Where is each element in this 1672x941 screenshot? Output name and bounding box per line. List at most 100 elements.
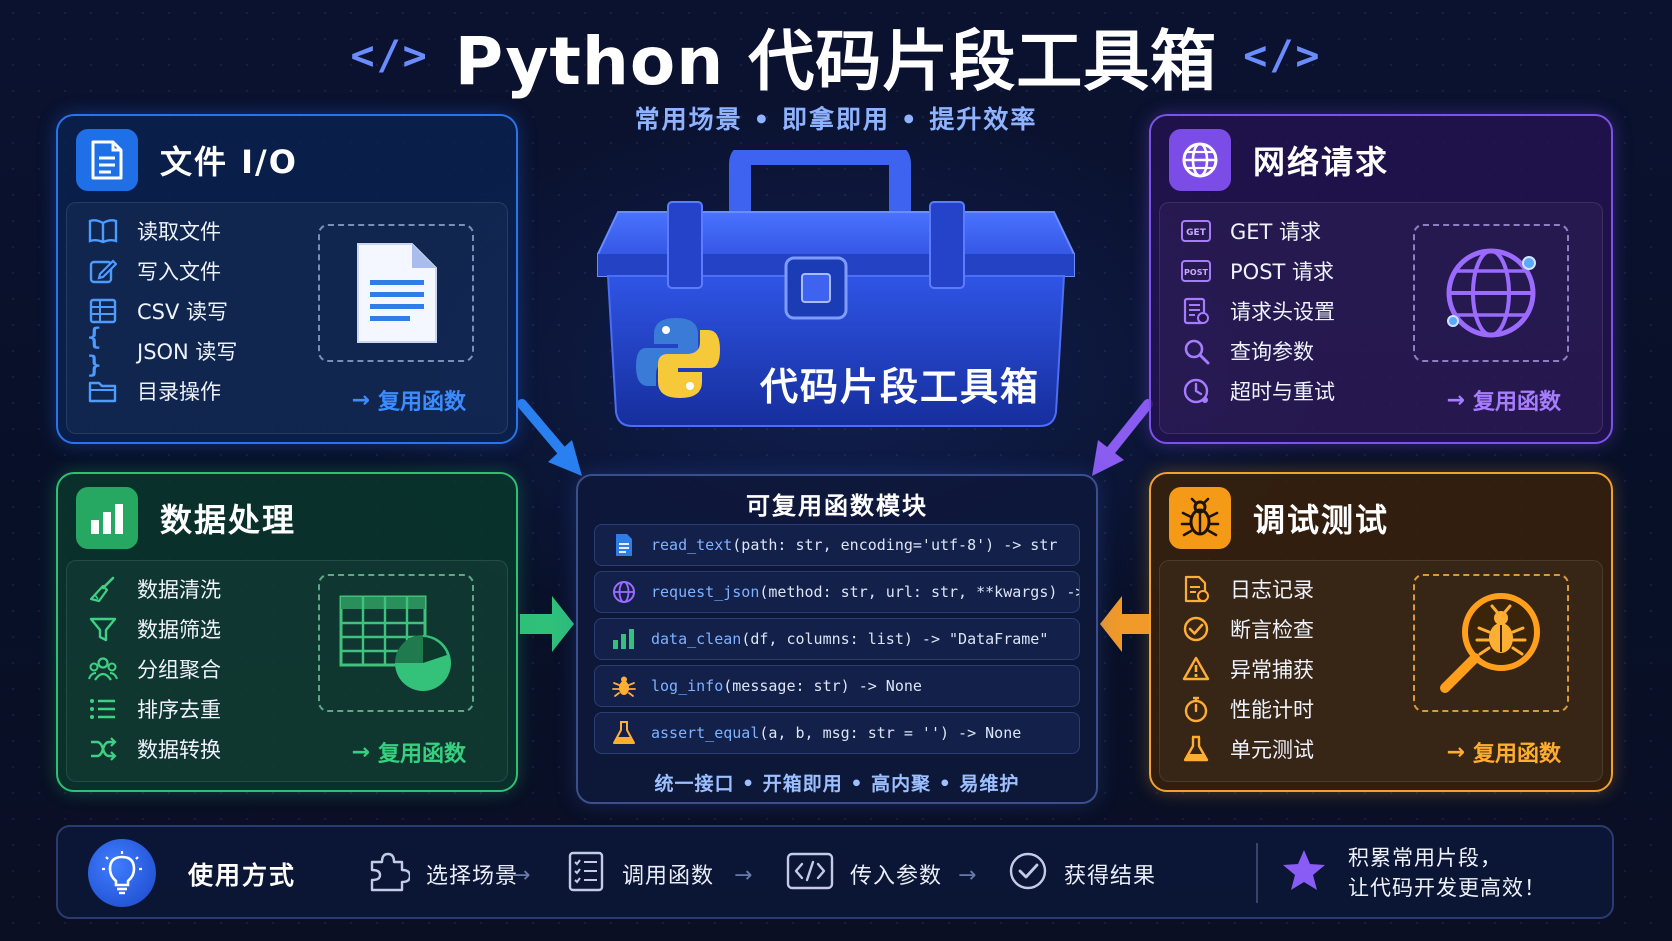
folder-icon [87, 375, 119, 407]
get-badge: GET [1186, 228, 1207, 238]
file-io-list: 读取文件 写入文件 CSV 读写 { } JSON 读写 目录操作 [87, 211, 237, 411]
panel-network-title: 网络请求 [1253, 143, 1390, 181]
list-item-transform[interactable]: 数据转换 [87, 729, 221, 769]
table-icon [87, 295, 119, 327]
panel-file-io-title: 文件 I/O [160, 143, 298, 181]
list-item-label: 目录操作 [137, 380, 221, 404]
list-item-write-file[interactable]: 写入文件 [87, 251, 237, 291]
step-call-function: 调用函数 [566, 849, 714, 899]
function-signature: (df, columns: list) -> "DataFrame" [741, 630, 1049, 648]
header: </> Python 代码片段工具箱 </> [0, 14, 1672, 100]
list-item-assert[interactable]: 断言检查 [1180, 609, 1314, 649]
file-reuse-link[interactable]: → 复用函数 [352, 384, 466, 416]
data-reuse-link[interactable]: → 复用函数 [352, 736, 466, 768]
debug-list: 日志记录 断言检查 异常捕获 性能计时 单元测试 [1180, 569, 1314, 769]
list-item-label: GET 请求 [1230, 220, 1322, 244]
list-item-clean[interactable]: 数据清洗 [87, 569, 221, 609]
puzzle-icon [368, 850, 412, 898]
list-icon [87, 693, 119, 725]
slogan-line-1: 积累常用片段， [1348, 846, 1502, 870]
document-icon [76, 129, 138, 191]
reuse-label: 复用函数 [1472, 390, 1561, 415]
list-item-sort[interactable]: 排序去重 [87, 689, 221, 729]
list-item-directory[interactable]: 目录操作 [87, 371, 237, 411]
network-reuse-link[interactable]: → 复用函数 [1447, 384, 1561, 416]
list-item-post[interactable]: POST POST 请求 [1180, 251, 1335, 291]
list-item-headers[interactable]: 请求头设置 [1180, 291, 1335, 331]
list-item-exception[interactable]: 异常捕获 [1180, 649, 1314, 689]
panel-debug-test: 调试测试 日志记录 断言检查 异常捕获 性能计时 [1149, 472, 1613, 792]
post-icon: POST [1180, 255, 1212, 287]
list-item-filter[interactable]: 数据筛选 [87, 609, 221, 649]
panel-network-header: 网络请求 [1169, 128, 1389, 192]
group-icon [87, 653, 119, 685]
list-item-json[interactable]: { } JSON 读写 [87, 323, 237, 379]
function-name: request_json [651, 583, 760, 601]
step-label: 传入参数 [850, 864, 943, 889]
list-item-label: POST 请求 [1230, 260, 1335, 284]
data-list: 数据清洗 数据筛选 分组聚合 排序去重 数据转换 [87, 569, 221, 769]
panel-debug-body: 日志记录 断言检查 异常捕获 性能计时 单元测试 [1159, 560, 1603, 782]
debug-preview [1413, 574, 1569, 712]
list-item-label: CSV 读写 [137, 300, 229, 324]
document-illustration-icon [357, 243, 437, 343]
list-item-group[interactable]: 分组聚合 [87, 649, 221, 689]
flask-icon [611, 720, 637, 746]
panel-file-io-header: 文件 I/O [76, 128, 298, 192]
list-item-label: 查询参数 [1230, 340, 1314, 364]
function-row-assert-equal[interactable]: assert_equal(a, b, msg: str = '') -> Non… [594, 712, 1080, 754]
function-row-log-info[interactable]: log_info(message: str) -> None [594, 665, 1080, 707]
list-item-read-file[interactable]: 读取文件 [87, 211, 237, 251]
function-name: data_clean [651, 630, 742, 648]
list-item-label: 数据筛选 [137, 618, 221, 642]
toolbox-illustration-icon [597, 143, 1075, 427]
post-badge: POST [1184, 268, 1208, 277]
list-item-timing[interactable]: 性能计时 [1180, 689, 1314, 729]
list-item-logging[interactable]: 日志记录 [1180, 569, 1314, 609]
slogan-line-2: 让代码开发更高效！ [1348, 876, 1546, 900]
bar-chart-icon [76, 487, 138, 549]
arrow-debug-to-module [1100, 596, 1150, 652]
panel-file-io-body: 读取文件 写入文件 CSV 读写 { } JSON 读写 目录操作 [66, 202, 508, 434]
broom-icon [87, 573, 119, 605]
page-title: Python 代码片段工具箱 [454, 23, 1218, 100]
list-item-query[interactable]: 查询参数 [1180, 331, 1335, 371]
usage-divider [1256, 843, 1258, 903]
list-item-csv[interactable]: CSV 读写 [87, 291, 237, 331]
list-item-label: 写入文件 [137, 260, 221, 284]
clock-icon [1180, 375, 1212, 407]
braces-icon: { } [87, 323, 102, 379]
arrow-right-icon: → [1446, 739, 1465, 765]
list-item-label: 性能计时 [1230, 698, 1314, 722]
list-item-label: 数据转换 [137, 738, 221, 762]
panel-data-header: 数据处理 [76, 486, 296, 550]
usage-title: 使用方式 [188, 861, 297, 890]
function-row-request-json[interactable]: request_json(method: str, url: str, **kw… [594, 571, 1080, 613]
step-get-result: 获得结果 [1008, 849, 1156, 899]
debug-reuse-link[interactable]: → 复用函数 [1447, 736, 1561, 768]
panel-debug-header: 调试测试 [1169, 486, 1389, 550]
list-item-timeout[interactable]: 超时与重试 [1180, 371, 1335, 411]
panel-debug-title: 调试测试 [1253, 501, 1390, 539]
list-item-label: 请求头设置 [1230, 300, 1335, 324]
function-row-read-text[interactable]: read_text(path: str, encoding='utf-8') -… [594, 524, 1080, 566]
usage-slogan: 积累常用片段， 让代码开发更高效！ [1348, 843, 1546, 903]
shuffle-icon [87, 733, 119, 765]
list-item-unittest[interactable]: 单元测试 [1180, 729, 1314, 769]
module-title: 可复用函数模块 [746, 492, 928, 520]
list-item-label: 断言检查 [1230, 618, 1314, 642]
magnifier-bug-illustration-icon [1440, 593, 1540, 693]
function-signature: (message: str) -> None [723, 677, 922, 695]
check-circle-icon [1008, 851, 1048, 897]
step-arrow: → [512, 863, 531, 888]
edit-icon [87, 255, 119, 287]
data-preview [318, 574, 474, 712]
function-row-data-clean[interactable]: data_clean(df, columns: list) -> "DataFr… [594, 618, 1080, 660]
reuse-label: 复用函数 [377, 742, 466, 767]
check-circle-icon [1180, 613, 1212, 645]
list-item-get[interactable]: GET GET 请求 [1180, 211, 1335, 251]
lightbulb-icon [88, 839, 156, 907]
step-arrow: → [734, 863, 753, 888]
code-icon [786, 851, 834, 897]
